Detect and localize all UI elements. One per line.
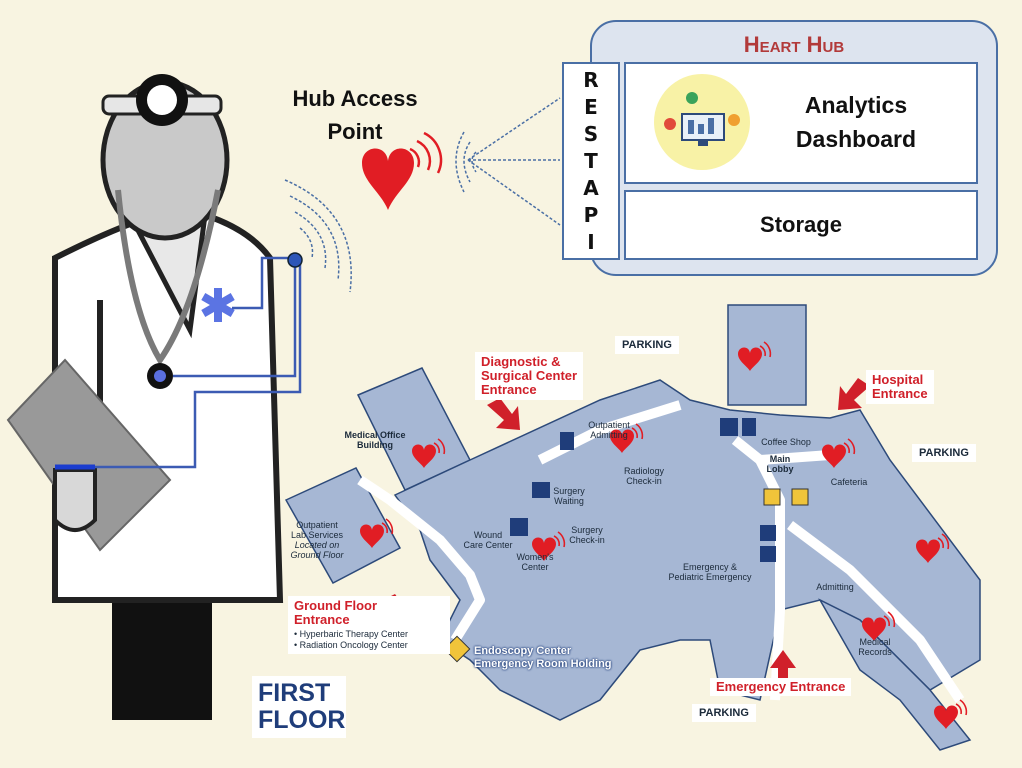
- doctor-signal-icon: [284, 179, 352, 293]
- ground-floor-item-text: Hyperbaric Therapy Center: [299, 629, 409, 639]
- label-line: Lobby: [766, 464, 794, 474]
- entrance-line: Entrance: [481, 382, 537, 397]
- surgery-checkin-label: Surgery Check-in: [562, 525, 612, 545]
- medical-records-label: Medical Records: [850, 637, 900, 657]
- label-line: Center: [521, 562, 549, 572]
- label-line: Pediatric Emergency: [668, 572, 752, 582]
- label-line: Lab Services: [290, 530, 344, 540]
- amenity-icons: [443, 418, 809, 663]
- label-line: Records: [858, 647, 892, 657]
- entrance-line: Diagnostic &: [481, 354, 561, 369]
- access-point-heart-icon: [362, 131, 443, 210]
- diagnostic-entrance-label: Diagnostic & Surgical Center Entrance: [475, 352, 584, 400]
- api-signal-icon: [455, 97, 561, 226]
- label-line: Check-in: [626, 476, 662, 486]
- analytics-dashboard-box: Analytics Dashboard: [624, 62, 978, 184]
- surgery-waiting-label: Surgery Waiting: [546, 486, 592, 506]
- doctor-figure: [6, 74, 303, 720]
- label-line: Endoscopy Center: [474, 645, 572, 657]
- parking-label: PARKING: [912, 444, 976, 462]
- rest-api-letter: T: [584, 148, 598, 173]
- access-point-label: Hub Access Point: [270, 82, 440, 148]
- analytics-label-line: Dashboard: [795, 126, 917, 152]
- analytics-label: Analytics Dashboard: [776, 88, 936, 156]
- hub-title: Heart Hub: [743, 32, 845, 57]
- rest-api-letter: A: [583, 175, 599, 200]
- label-line: Outpatient: [296, 520, 338, 530]
- rest-api-letter: E: [584, 94, 598, 119]
- first-floor-line: FIRST: [258, 679, 331, 707]
- label-line: Medical: [859, 637, 891, 647]
- main-lobby-label: Main Lobby: [758, 454, 802, 474]
- emergency-pediatric-label: Emergency & Pediatric Emergency: [664, 562, 756, 582]
- outpatient-admitting-label: Outpatient Admitting: [578, 420, 640, 440]
- label-line: Emergency Room Holding: [474, 658, 612, 670]
- storage-label: Storage: [760, 212, 842, 237]
- label-line: Outpatient: [588, 420, 630, 430]
- label-line: Building: [357, 440, 393, 450]
- label-line: Emergency &: [682, 562, 738, 572]
- coffee-shop-label: Coffee Shop: [761, 437, 811, 447]
- analytics-label-line: Analytics: [804, 92, 908, 118]
- label-line: Surgery: [553, 486, 585, 496]
- rest-api-letter: S: [583, 121, 599, 146]
- first-floor-label: FIRST FLOOR: [252, 676, 346, 738]
- label-line: Waiting: [554, 496, 584, 506]
- label-line: Surgery: [571, 525, 603, 535]
- emergency-entrance-label: Emergency Entrance: [710, 678, 852, 696]
- label-line: Check-in: [569, 535, 605, 545]
- endoscopy-label: Endoscopy Center Emergency Room Holding: [474, 645, 644, 671]
- ground-floor-item: • Hyperbaric Therapy Center: [294, 629, 409, 639]
- label-line: Women's: [516, 552, 554, 562]
- womens-center-label: Women's Center: [510, 552, 560, 572]
- entrance-line: Surgical Center: [481, 368, 578, 383]
- first-floor-line: FLOOR: [258, 706, 346, 734]
- label-line: Care Center: [463, 540, 513, 550]
- entrance-line: Hospital: [872, 372, 924, 387]
- cafeteria-label: Cafeteria: [830, 477, 868, 487]
- entrance-line: Entrance: [294, 612, 350, 627]
- label-line: Wound: [473, 530, 503, 540]
- medical-office-label: Medical Office Building: [340, 430, 410, 450]
- entrance-line: Ground Floor: [294, 598, 378, 613]
- ground-floor-list: • Hyperbaric Therapy Center • Radiation …: [294, 629, 444, 651]
- parking-label: PARKING: [615, 336, 679, 354]
- ground-floor-item: • Radiation Oncology Center: [294, 640, 408, 650]
- label-line: Located on: [294, 540, 340, 550]
- access-point-label-line: Hub Access: [292, 86, 418, 111]
- storage-box: Storage: [624, 190, 978, 260]
- label-line: Main: [769, 454, 791, 464]
- label-line: Medical Office: [344, 430, 406, 440]
- hospital-entrance-label: Hospital Entrance: [866, 370, 934, 404]
- label-line: Radiology: [623, 466, 665, 476]
- admitting-label: Admitting: [816, 582, 854, 592]
- parking-label: PARKING: [692, 704, 756, 722]
- rest-api-box: R E S T A P I: [562, 62, 620, 260]
- wound-care-label: Wound Care Center: [458, 530, 518, 550]
- rest-api-letter: R: [583, 67, 599, 92]
- rest-api-letter: P: [583, 202, 599, 227]
- label-line: Ground Floor: [290, 550, 344, 560]
- ground-floor-item-text: Radiation Oncology Center: [299, 640, 408, 650]
- entrance-line: Entrance: [872, 386, 928, 401]
- dashboard-icon: [654, 74, 750, 170]
- radiology-label: Radiology Check-in: [614, 466, 674, 486]
- access-point-label-line: Point: [327, 119, 383, 144]
- outpatient-lab-label: Outpatient Lab Services Located on Groun…: [282, 520, 352, 560]
- label-line: Admitting: [590, 430, 628, 440]
- rest-api-letter: I: [587, 229, 595, 254]
- ground-floor-entrance-label: Ground Floor Entrance • Hyperbaric Thera…: [288, 596, 450, 654]
